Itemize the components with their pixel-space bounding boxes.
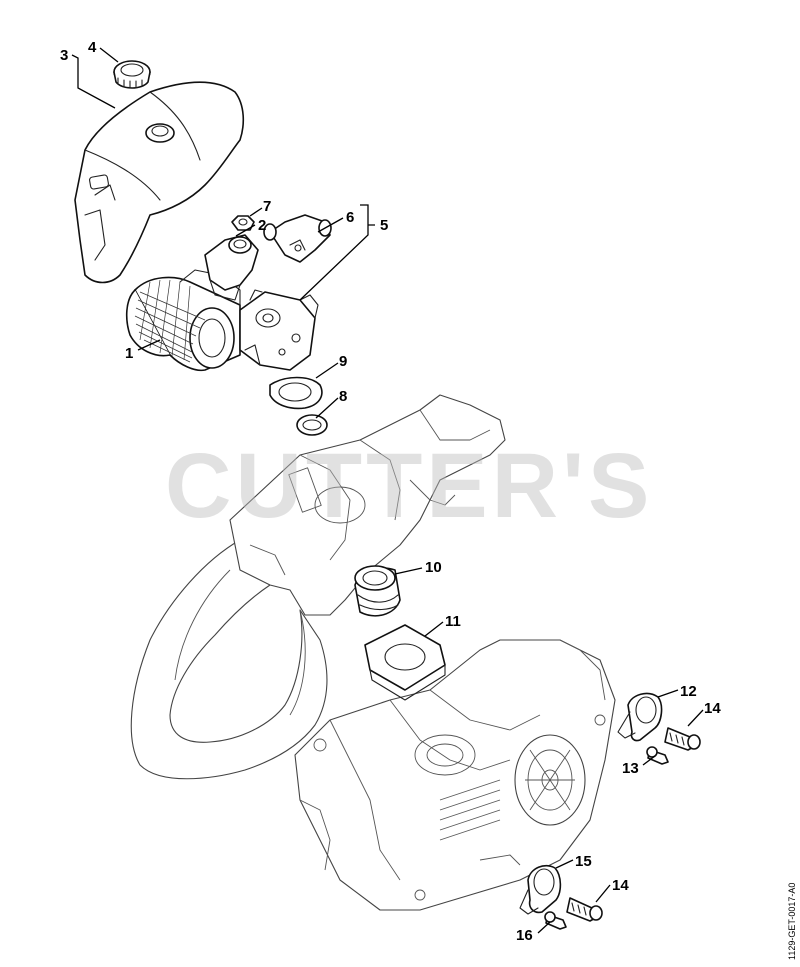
callout-12: 12 [680,683,697,700]
callout-16: 16 [516,927,533,944]
callout-3: 3 [60,47,68,64]
part-6-tube [263,214,332,263]
callout-labels: 3 4 1 7 2 6 5 9 8 10 11 12 14 13 15 14 1… [60,39,721,944]
part-7-nut [231,215,255,231]
callout-8: 8 [339,388,347,405]
part-14-screw-lower [566,897,603,922]
part-5-carburetor [239,289,319,371]
leader-lines [71,47,704,934]
callout-11: 11 [445,613,461,630]
callout-13: 13 [622,760,639,777]
part-14-screw-upper [664,727,701,751]
part-13-screw [646,746,669,765]
part-16-screw [544,911,567,930]
part-1-air-filter [125,269,241,372]
part-15-buffer [519,864,562,915]
rear-handle-housing [130,394,616,911]
callout-5: 5 [380,217,388,234]
callout-14-upper: 14 [704,700,721,717]
callout-6: 6 [346,209,354,226]
callout-9: 9 [339,353,347,370]
watermark: CUTTER'S [165,435,653,537]
callout-7: 7 [263,198,271,215]
part-4-cap [113,60,151,89]
part-12-buffer [617,692,663,742]
part-11-flange [364,624,446,701]
callout-4: 4 [88,39,97,56]
part-10-intake-manifold [354,565,401,617]
callout-2: 2 [258,217,266,234]
part-9-gasket [269,376,323,410]
part-3-shroud [74,81,245,284]
air-filter-mesh [134,279,206,363]
callout-1: 1 [125,345,133,362]
callout-10: 10 [425,559,442,576]
part-8-ring [296,414,328,436]
document-id: 1129-GET-0017-A0 [787,883,797,960]
callout-14-lower: 14 [612,877,629,894]
callout-15: 15 [575,853,592,870]
part-2-elbow [204,234,259,301]
